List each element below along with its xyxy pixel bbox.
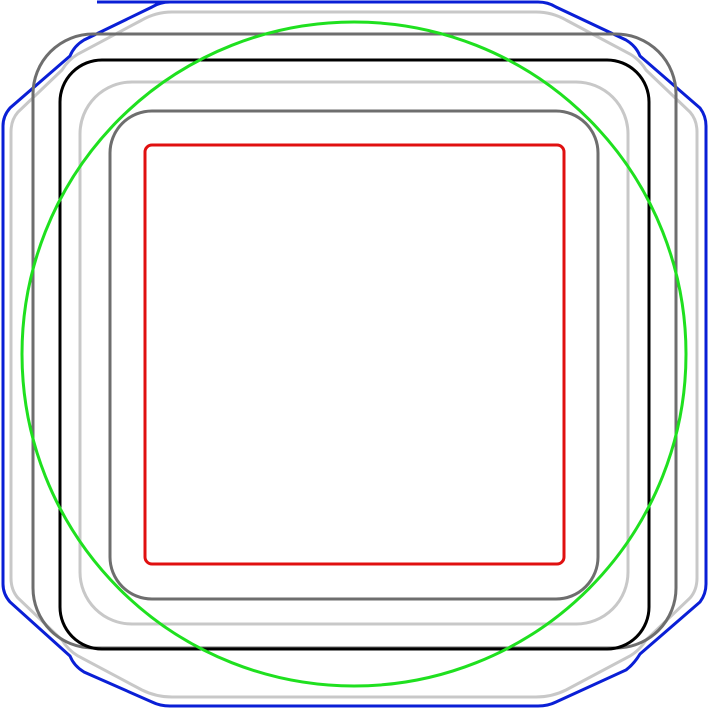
green-circle-outline — [20, 20, 688, 688]
red-square-outline — [143, 143, 566, 566]
light-gray-inner-outline — [78, 80, 630, 626]
black-outline — [58, 58, 651, 651]
dark-gray-inner-outline — [108, 109, 600, 601]
light-gray-outer-outline — [9, 10, 699, 699]
